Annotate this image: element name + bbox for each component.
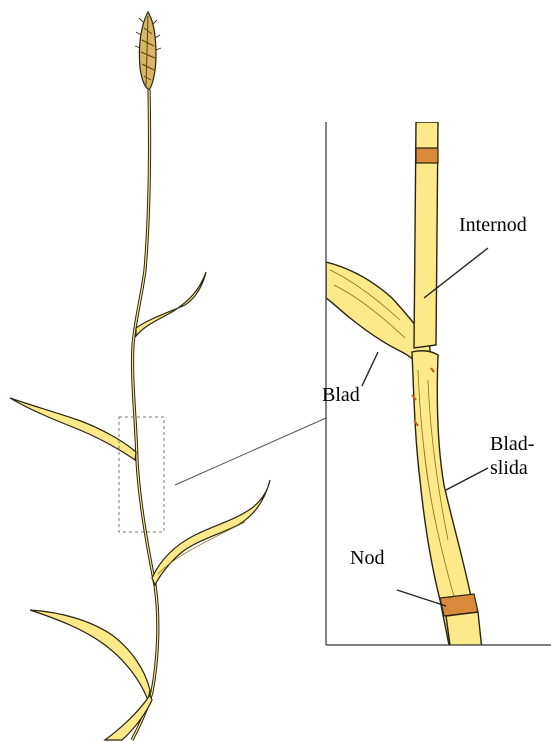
leaf-upper (136, 272, 206, 336)
blad-leader (362, 352, 378, 386)
label-nod: Nod (350, 546, 384, 570)
label-bladslida: Blad- slida (490, 432, 534, 480)
leaf-base (105, 695, 152, 740)
label-bladslida-line1: Blad- (490, 432, 534, 456)
leaf-lower (30, 610, 150, 700)
leaf-middle-left (10, 398, 136, 460)
bladslida-leader (446, 468, 488, 490)
culm (132, 90, 158, 740)
upper-node (416, 148, 438, 163)
label-bladslida-line2: slida (490, 456, 534, 480)
spike (135, 12, 161, 90)
zoom-connector (175, 418, 326, 485)
label-blad: Blad (322, 383, 360, 407)
leaf-middle-right (152, 480, 270, 585)
label-internod: Internod (459, 213, 527, 237)
whole-plant (10, 12, 270, 740)
